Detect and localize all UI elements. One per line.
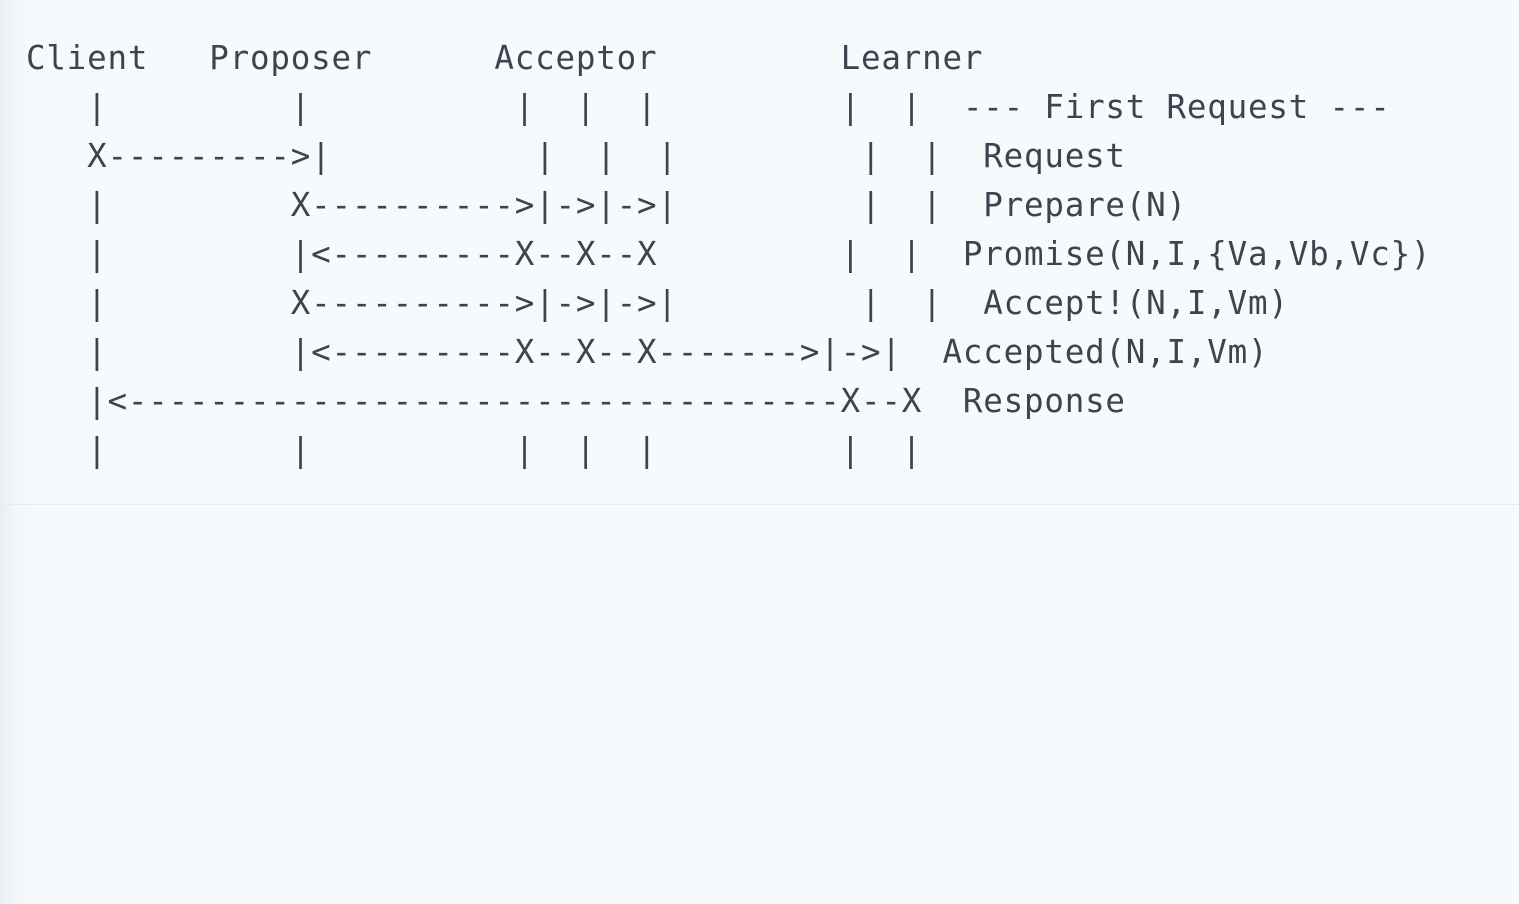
first-request-ascii-diagram: Client Proposer Acceptor Learner | | | |… bbox=[26, 39, 1432, 469]
first-request-panel: Client Proposer Acceptor Learner | | | |… bbox=[0, 39, 1519, 505]
following-requests-panel: Client Proposer Acceptor Learner | | | |… bbox=[0, 505, 1519, 904]
panel-divider bbox=[0, 504, 1519, 505]
